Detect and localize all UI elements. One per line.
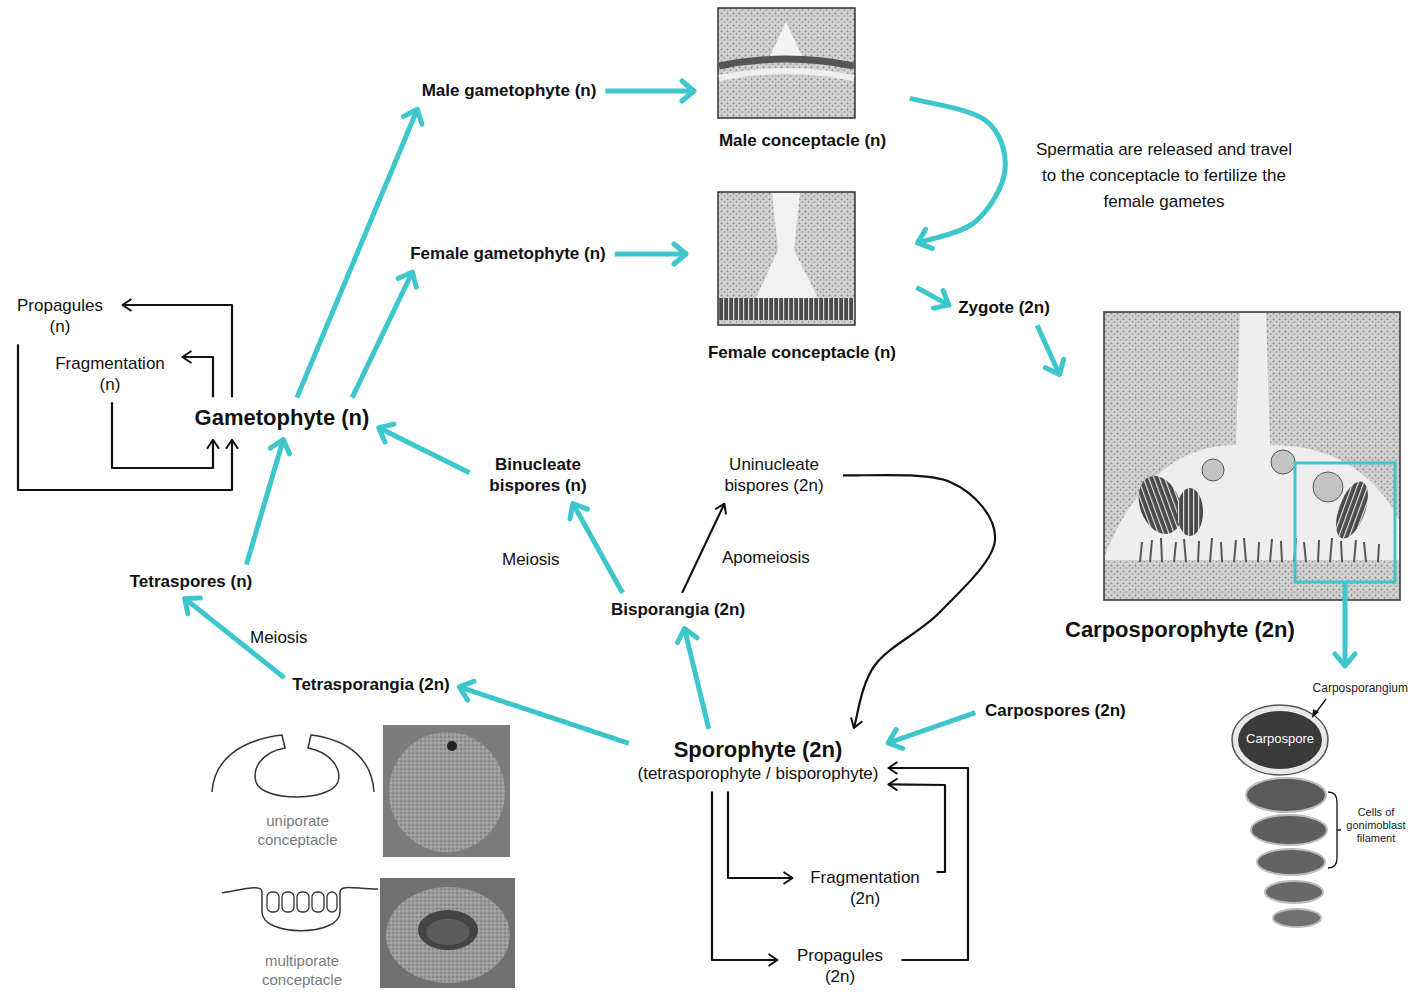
stage-label: Propagules (2n): [788, 945, 893, 988]
connector: [910, 98, 1005, 243]
stage-label: Female conceptacle (n): [692, 342, 912, 363]
stage-label: Sporophyte (2n): [638, 736, 879, 764]
carpospore-chain: [1232, 699, 1341, 927]
stage-label: Carpospores (2n): [985, 700, 1185, 721]
annotation: Cells of gonimoblast filament: [1343, 806, 1409, 845]
connector: [889, 768, 969, 960]
figure-node: Male conceptacle (n): [700, 6, 905, 155]
female-conceptacle-micrograph: [718, 192, 855, 325]
term-node: Tetraspores (n): [126, 569, 257, 594]
connector: [888, 713, 975, 743]
term-node: Sporophyte (2n)(tetrasporophyte / bispor…: [634, 734, 883, 787]
figure-node: Female conceptacle (n): [692, 190, 912, 367]
stage-label: Male conceptacle (n): [700, 130, 905, 151]
connector: [889, 784, 946, 872]
term-node: Propagules (n): [4, 293, 117, 340]
connector: [712, 791, 778, 960]
connector: [459, 687, 628, 744]
stage-label: Propagules (n): [8, 295, 113, 338]
connector: [843, 475, 995, 728]
connector: [615, 252, 686, 257]
connector: [684, 629, 708, 729]
stage-label: Gametophyte (n): [195, 404, 370, 432]
edge-label: Apomeiosis: [722, 547, 810, 568]
carposporophyte-micrograph: [1104, 312, 1400, 648]
connector: [1343, 648, 1348, 666]
connector: [1037, 325, 1059, 374]
annotation: Carpospore: [1238, 731, 1322, 747]
term-node: Fragmentation (2n): [799, 865, 932, 912]
stage-label: Bisporangia (2n): [611, 599, 745, 620]
connector: [916, 287, 949, 305]
term-node: Fragmentation (n): [44, 351, 177, 398]
stage-label: Binucleate bispores (n): [478, 454, 598, 497]
stage-label: Tetraspores (n): [130, 571, 253, 592]
connector: [379, 428, 470, 473]
term-node: Uninucleate bispores (2n): [710, 452, 838, 499]
stage-label: Female gametophyte (n): [410, 243, 606, 264]
term-node: Tetrasporangia (2n): [288, 672, 453, 697]
stage-label: Zygote (2n): [958, 297, 1050, 318]
stage-label: Fragmentation (2n): [803, 867, 928, 910]
connector: [246, 440, 283, 565]
connector: [682, 504, 724, 593]
uniporate-conceptacle-drawing: [212, 725, 510, 857]
connector: [352, 272, 412, 398]
stage-label: Male gametophyte (n): [422, 80, 597, 101]
term-node: Propagules (2n): [784, 943, 897, 990]
edge-label: Meiosis: [250, 627, 308, 648]
stage-label: Carposporophyte (2n): [1065, 616, 1395, 644]
stage-label: Fragmentation (n): [48, 353, 173, 396]
stage-label: Tetrasporangia (2n): [292, 674, 449, 695]
connector: [123, 305, 233, 397]
term-node: Zygote (2n): [954, 295, 1054, 320]
annotation: uniporate conceptacle: [250, 812, 345, 850]
stage-sublabel: (tetrasporophyte / bisporophyte): [638, 763, 879, 784]
connector: [573, 504, 623, 594]
male-conceptacle-micrograph: [718, 8, 855, 118]
edge-label: Meiosis: [502, 549, 560, 570]
annotation: Carposporangium: [1300, 681, 1408, 696]
term-node: Bisporangia (2n): [607, 597, 749, 622]
figure-node: Carpospores (2n): [980, 672, 1410, 938]
figure-node: Carposporophyte (2n): [1062, 310, 1402, 648]
annotation: multiporate conceptacle: [252, 952, 352, 990]
term-node: Male gametophyte (n): [418, 78, 601, 103]
term-node: Gametophyte (n): [191, 402, 374, 434]
term-node: Female gametophyte (n): [406, 241, 610, 266]
connector: [183, 357, 214, 397]
stage-label: Uninucleate bispores (2n): [714, 454, 834, 497]
term-node: Binucleate bispores (n): [474, 452, 602, 499]
connector: [605, 89, 694, 94]
connector: [728, 791, 793, 878]
connector: [297, 109, 417, 397]
annotation: Spermatia are released and travel to the…: [1033, 137, 1295, 215]
